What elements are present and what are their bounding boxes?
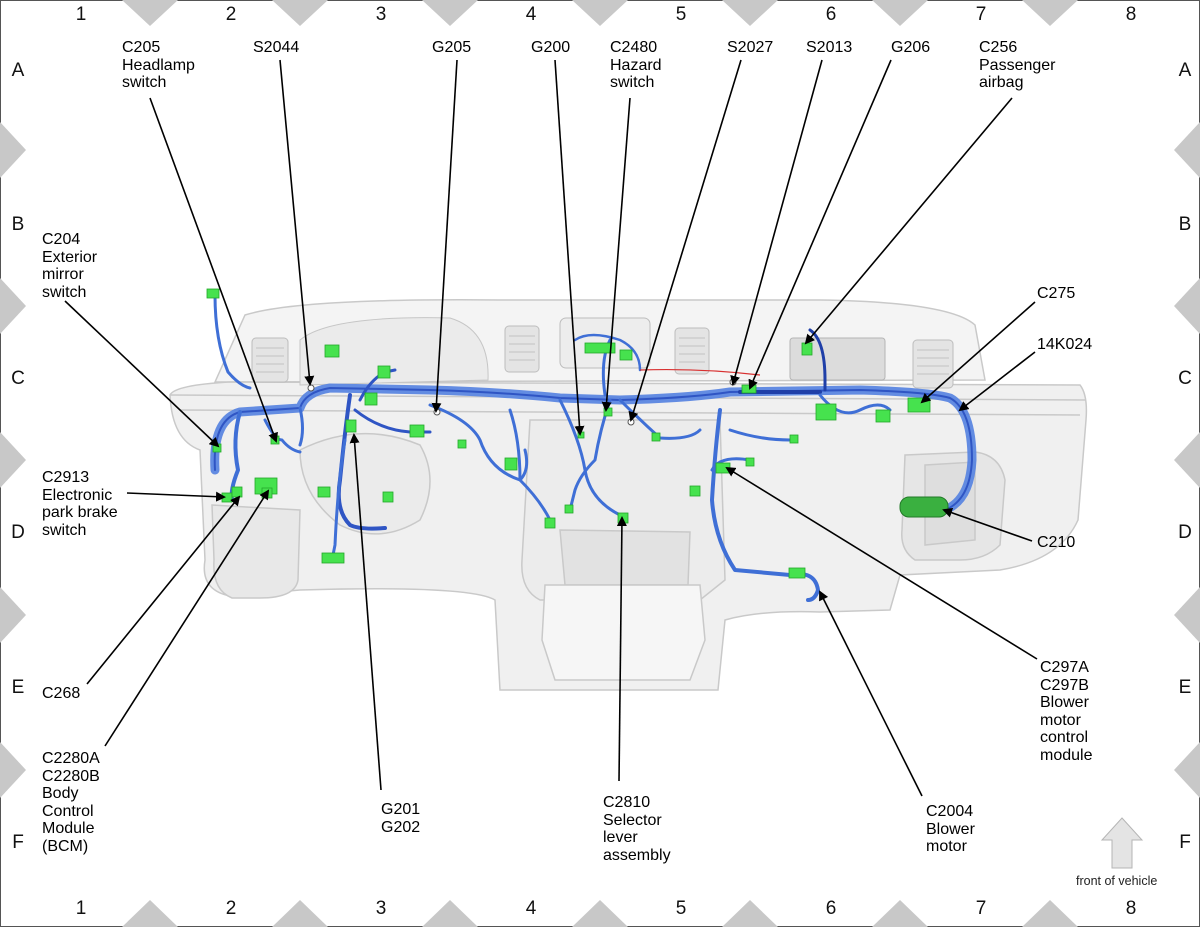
grid-col-top-5: 5 [675, 4, 687, 25]
callout-g201-g202: G201 G202 [381, 801, 421, 836]
grid-row-right-f: F [1179, 832, 1191, 853]
callout-g206: G206 [891, 39, 931, 56]
grid-col-top-6: 6 [825, 4, 837, 25]
connectors [206, 288, 931, 579]
grid-row-left-b: B [11, 214, 25, 235]
callout-c297-blower-motor-control-module: C297A C297B Blower motor control module [1040, 659, 1093, 764]
grid-ticks-top [122, 0, 1078, 26]
grid-col-bottom-3: 3 [375, 898, 387, 919]
callout-c210: C210 [1037, 534, 1076, 551]
grid-col-top-1: 1 [75, 4, 87, 25]
callout-s2013: S2013 [806, 39, 853, 56]
callout-g205: G205 [432, 39, 472, 56]
grid-col-top-7: 7 [975, 4, 987, 25]
callout-c256-passenger-airbag: C256 Passenger airbag [979, 39, 1056, 91]
callout-g200: G200 [531, 39, 571, 56]
grid-col-bottom-8: 8 [1125, 898, 1137, 919]
red-wire [639, 368, 761, 376]
grid-row-right-b: B [1178, 214, 1192, 235]
callout-c2004-blower-motor: C2004 Blower motor [926, 803, 975, 855]
grid-row-right-e: E [1178, 677, 1192, 698]
grid-row-right-c: C [1178, 368, 1192, 389]
grid-col-top-2: 2 [225, 4, 237, 25]
callout-s2027: S2027 [727, 39, 774, 56]
grid-ticks-left [0, 122, 26, 798]
c210-connector [899, 496, 949, 518]
callout-c275: C275 [1037, 285, 1076, 302]
leader-lines [64, 59, 1038, 797]
grid-row-left-f: F [12, 832, 24, 853]
grid-row-left-d: D [11, 522, 25, 543]
callout-c2913-park-brake-switch: C2913 Electronic park brake switch [42, 469, 118, 539]
callout-s2044: S2044 [253, 39, 300, 56]
grid-ticks-bottom [122, 900, 1078, 927]
callout-c2810-selector-lever-assembly: C2810 Selector lever assembly [603, 794, 671, 864]
grid-row-left-c: C [11, 368, 25, 389]
grid-col-top-8: 8 [1125, 4, 1137, 25]
grid-col-bottom-6: 6 [825, 898, 837, 919]
front-of-vehicle-arrow-icon [1100, 817, 1144, 869]
callout-c2480-hazard-switch: C2480 Hazard switch [610, 39, 662, 91]
airbag-module [789, 337, 886, 381]
grid-row-right-a: A [1178, 60, 1192, 81]
front-of-vehicle-label: front of vehicle [1076, 874, 1158, 888]
callout-c268: C268 [42, 685, 81, 702]
grid-row-left-a: A [11, 60, 25, 81]
grid-col-bottom-5: 5 [675, 898, 687, 919]
vent-slats [256, 335, 949, 375]
grid-col-bottom-2: 2 [225, 898, 237, 919]
callout-14k024: 14K024 [1037, 336, 1093, 353]
grid-col-bottom-4: 4 [525, 898, 537, 919]
callout-c205-headlamp-switch: C205 Headlamp switch [122, 39, 195, 91]
callout-c204-exterior-mirror-switch: C204 Exterior mirror switch [42, 231, 98, 301]
grid-col-top-3: 3 [375, 4, 387, 25]
grid-col-top-4: 4 [525, 4, 537, 25]
grid-col-bottom-1: 1 [75, 898, 87, 919]
grid-row-left-e: E [11, 677, 25, 698]
grid-row-right-d: D [1178, 522, 1192, 543]
grid-col-bottom-7: 7 [975, 898, 987, 919]
callout-c2280-body-control-module: C2280A C2280B Body Control Module (BCM) [42, 750, 100, 855]
grid-ticks-right [1174, 122, 1200, 798]
